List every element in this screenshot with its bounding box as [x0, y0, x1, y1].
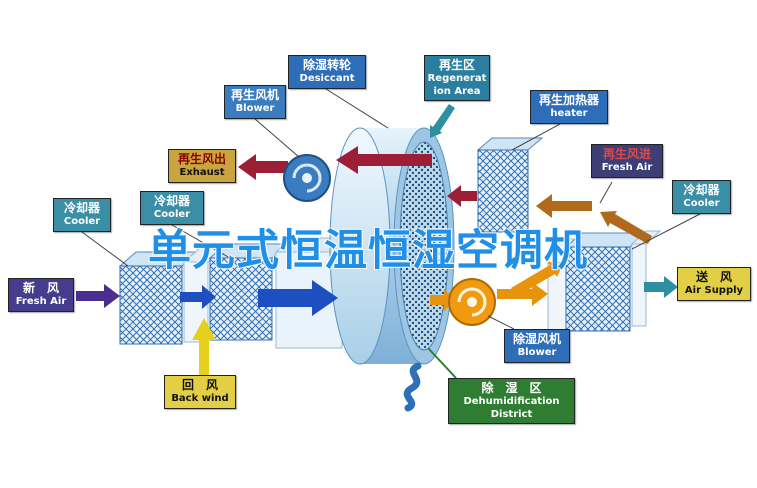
- label-dehumid-district: 除 湿 区 Dehumidification District: [448, 378, 575, 424]
- label-regen-blower: 再生风机 Blower: [224, 85, 286, 119]
- unit-cooler-left-inner: [208, 243, 290, 341]
- label-dehumid-blower-en: Blower: [517, 347, 557, 358]
- leader-desiccant: [325, 88, 389, 129]
- leader-cooler-left-inner: [171, 224, 231, 259]
- arrow-process-1: [180, 285, 216, 309]
- arrow-regen-area: [430, 104, 455, 138]
- label-fresh-air-cn: 新 风: [22, 281, 59, 295]
- label-back-wind-cn: 回 风: [181, 378, 218, 392]
- label-regen-fresh-air: 再生风进 Fresh Air: [591, 144, 663, 178]
- label-cooler-left-inner-en: Cooler: [153, 209, 191, 220]
- leader-heater: [511, 123, 561, 151]
- label-dehumid-district-en: Dehumidification District: [463, 396, 560, 420]
- arrow-return-air: [192, 318, 216, 378]
- label-regen-heater: 再生加热器 heater: [530, 90, 608, 124]
- label-air-supply-cn: 送 风: [695, 270, 732, 284]
- unit-cooler-left-outer: [118, 251, 200, 345]
- label-desiccant: 除湿转轮 Desiccant: [288, 55, 366, 89]
- label-air-supply-en: Air Supply: [684, 285, 744, 296]
- label-regen-exhaust: 再生风出 Exhaust: [168, 149, 236, 183]
- leader-dehumid-blower: [487, 315, 515, 330]
- arrow-supply-2: [497, 282, 548, 306]
- label-back-wind-en: Back wind: [171, 393, 229, 404]
- arrow-process-2: [258, 280, 338, 316]
- label-regen-exhaust-en: Exhaust: [179, 167, 225, 178]
- label-cooler-left-inner: 冷却器 Cooler: [140, 191, 204, 225]
- arrow-heater-to-wheel: [447, 185, 477, 207]
- arrow-regen-inlet-2: [600, 211, 652, 244]
- label-desiccant-cn: 除湿转轮: [302, 58, 351, 72]
- wheel-front-face: [329, 127, 391, 365]
- unit-cooler-right: [564, 232, 648, 332]
- leader-cooler-left-outer: [81, 231, 129, 267]
- label-regen-area-en: Regeneration Area: [427, 73, 487, 97]
- label-cooler-left-outer-en: Cooler: [63, 216, 101, 227]
- label-regen-fresh-air-en: Fresh Air: [601, 162, 653, 173]
- arrow-supply-3: [511, 262, 564, 296]
- arrow-regen-exhaust-1: [336, 146, 432, 174]
- label-cooler-right: 冷却器 Cooler: [672, 180, 731, 214]
- label-dehumid-district-cn: 除 湿 区: [481, 381, 542, 395]
- label-cooler-right-en: Cooler: [683, 198, 720, 209]
- label-cooler-right-cn: 冷却器: [683, 183, 720, 197]
- label-dehumid-blower-cn: 除湿风机: [512, 332, 561, 346]
- leader-dehumid-district: [427, 347, 457, 379]
- arrow-regen-inlet-1: [536, 194, 592, 218]
- label-regen-heater-en: heater: [550, 108, 588, 119]
- label-regen-heater-cn: 再生加热器: [538, 93, 599, 107]
- label-regen-blower-cn: 再生风机: [230, 88, 279, 102]
- dehumid-blower-fan: [448, 278, 496, 326]
- label-fresh-air: 新 风 Fresh Air: [8, 278, 74, 312]
- heater-coil: [476, 137, 544, 233]
- leader-lines: [81, 88, 701, 330]
- arrow-fresh-air: [76, 284, 120, 308]
- unit-filter-slab-right2: [630, 230, 662, 327]
- label-regen-fresh-air-cn: 再生风进: [602, 147, 651, 161]
- label-regen-area-cn: 再生区: [438, 58, 475, 72]
- label-back-wind: 回 风 Back wind: [164, 375, 236, 409]
- arrow-air-supply-out: [644, 276, 678, 298]
- label-fresh-air-en: Fresh Air: [15, 296, 67, 307]
- label-air-supply: 送 风 Air Supply: [677, 267, 751, 301]
- label-cooler-left-inner-cn: 冷却器: [153, 194, 190, 208]
- label-regen-exhaust-cn: 再生风出: [177, 152, 226, 166]
- drain-hose-symbol: [403, 362, 422, 412]
- page-title: 单元式恒温恒湿空调机: [148, 226, 588, 276]
- label-regen-blower-en: Blower: [235, 103, 275, 114]
- desiccant-wheel: [329, 127, 455, 365]
- label-cooler-left-outer-cn: 冷却器: [63, 201, 100, 215]
- label-regen-area: 再生区 Regeneration Area: [424, 55, 490, 101]
- regen-blower-fan: [283, 154, 331, 202]
- label-desiccant-en: Desiccant: [299, 73, 355, 84]
- leader-regen-blower: [254, 118, 300, 158]
- arrow-regen-exhaust-2: [238, 154, 288, 180]
- leader-cooler-right: [631, 213, 701, 250]
- leader-regen-fresh: [599, 181, 613, 204]
- label-dehumid-blower: 除湿风机 Blower: [504, 329, 570, 363]
- label-cooler-left-outer: 冷却器 Cooler: [53, 198, 111, 232]
